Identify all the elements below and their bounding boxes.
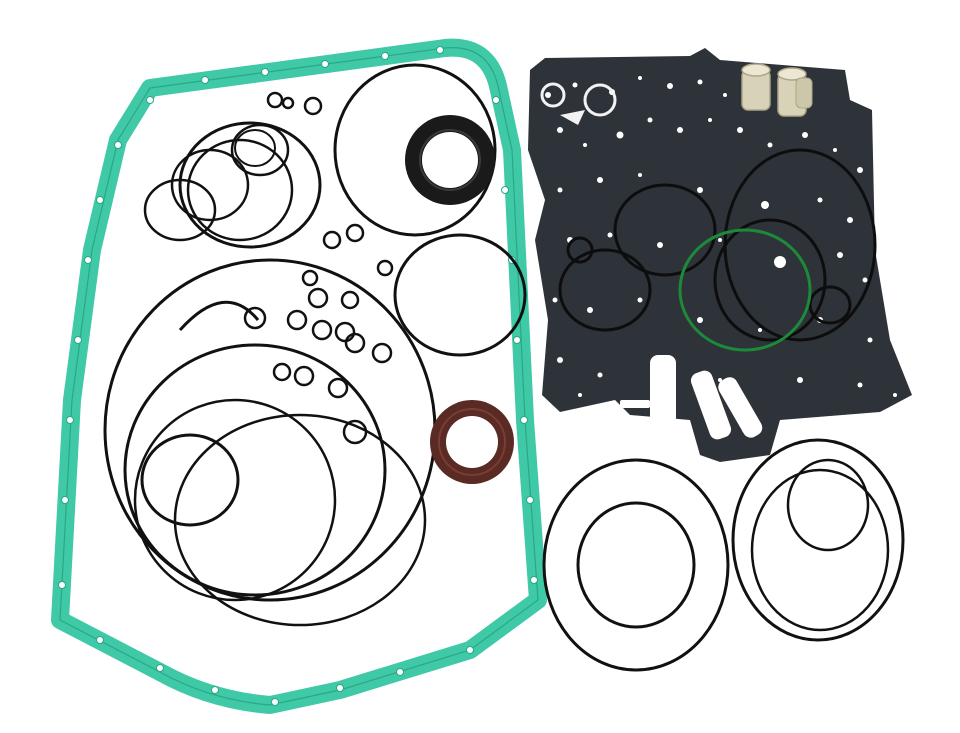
brown-shaft-seal — [430, 400, 514, 484]
separator-plate — [528, 48, 912, 462]
black-shaft-seal — [405, 115, 495, 205]
o-ring — [143, 178, 217, 242]
o-ring — [140, 433, 240, 527]
o-ring — [230, 123, 290, 177]
plate-o-rings — [558, 148, 877, 342]
pan-gasket-outer-edge — [59, 47, 539, 706]
o-ring — [186, 138, 294, 242]
o-ring — [731, 438, 905, 642]
o-ring — [786, 458, 870, 552]
o-ring — [393, 233, 527, 357]
o-ring — [750, 468, 890, 632]
o-ring — [173, 413, 427, 627]
bushings — [741, 63, 813, 117]
o-ring — [576, 501, 696, 629]
bottom-o-rings — [542, 438, 905, 672]
o-ring — [170, 148, 250, 222]
pan-gasket — [51, 38, 547, 714]
green-o-ring — [678, 228, 812, 352]
o-ring — [178, 121, 322, 249]
pan-gasket-bolt-holes — [58, 46, 538, 706]
small-o-rings — [243, 91, 394, 445]
o-ring — [333, 63, 497, 237]
snap-ring — [178, 300, 260, 332]
separator-plate-holes — [545, 76, 897, 440]
white-parts — [540, 82, 617, 125]
o-ring — [542, 458, 730, 672]
o-ring — [234, 129, 276, 167]
o-ring — [133, 398, 337, 602]
o-ring — [123, 343, 387, 597]
